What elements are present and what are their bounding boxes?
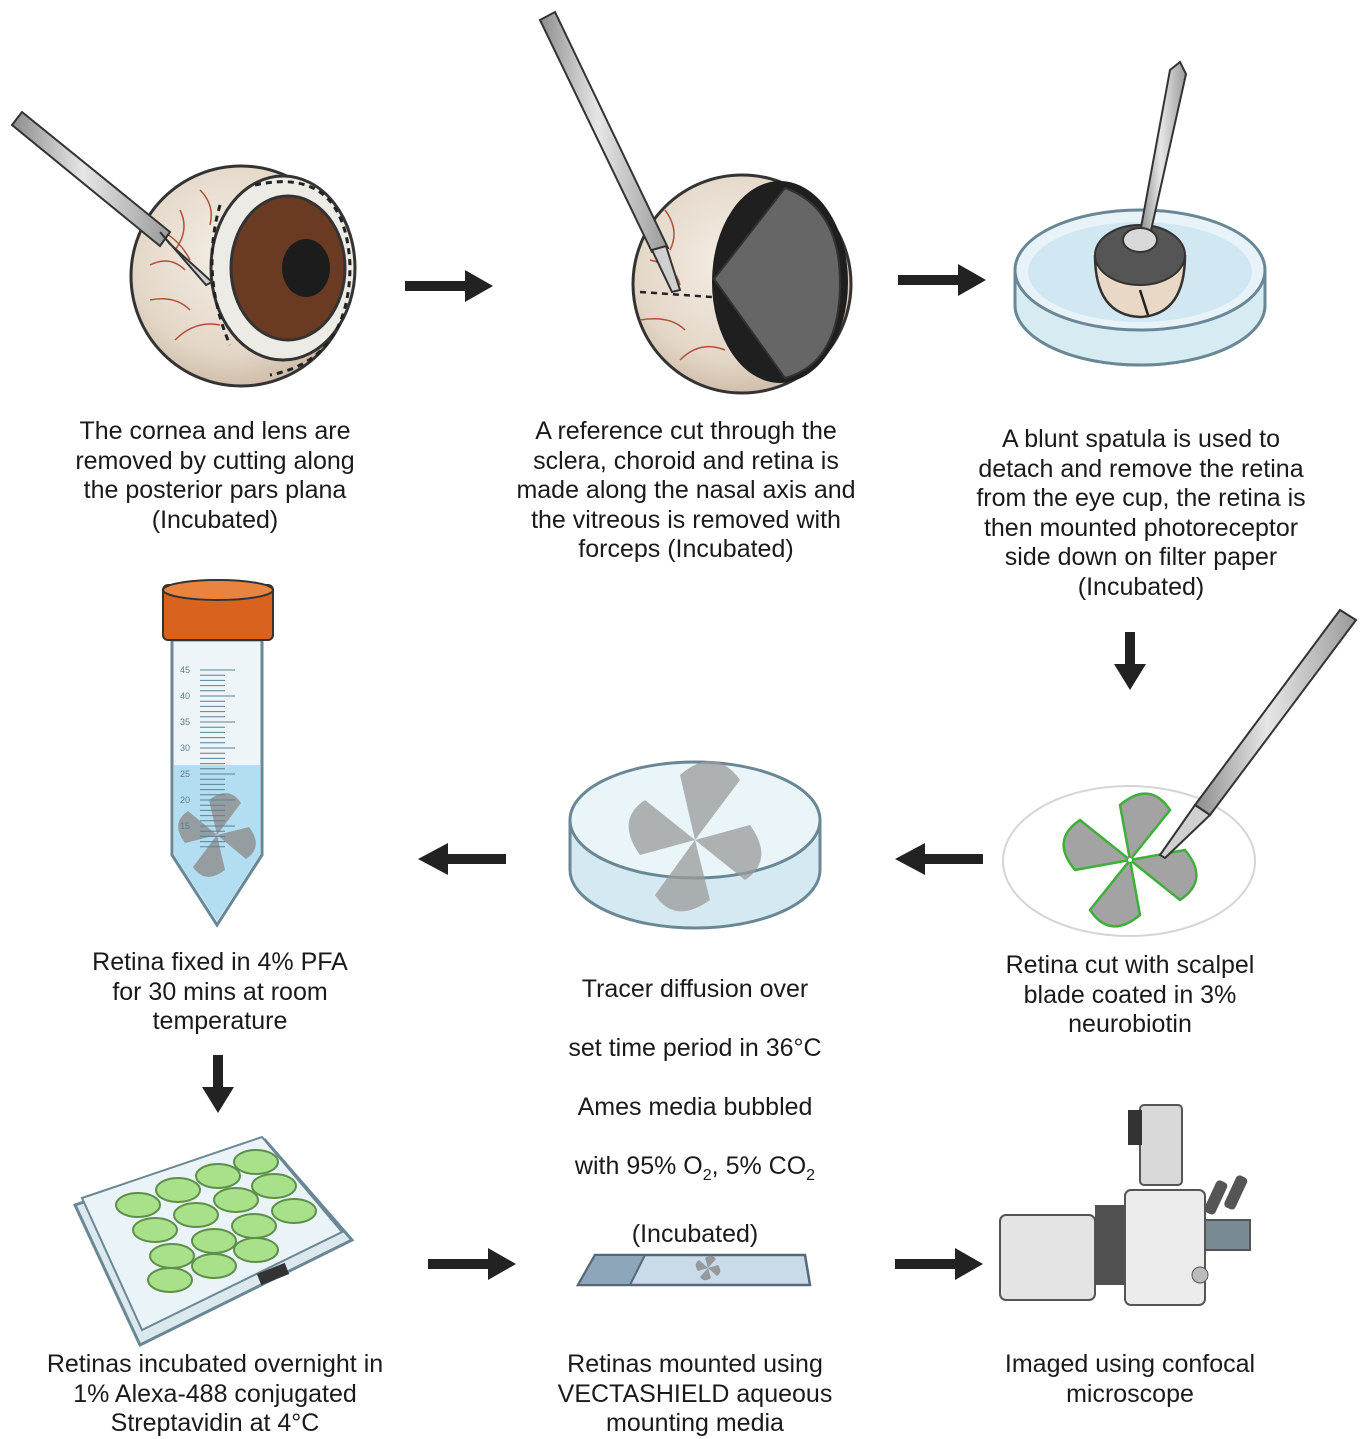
arrow-down-icon (1114, 632, 1146, 692)
arrow-right-icon (428, 1248, 518, 1280)
step-5-line-2: set time period in 36°C (545, 1034, 845, 1064)
step-5-gas-line: with 95% O2, 5% CO2 (545, 1152, 845, 1191)
o2-subscript: 2 (703, 1167, 712, 1184)
step-1-caption: The cornea and lens are removed by cutti… (40, 417, 390, 535)
arrow-left-icon (895, 843, 985, 875)
step-2-caption: A reference cut through the sclera, chor… (500, 417, 872, 565)
step-3-caption: A blunt spatula is used to detach and re… (960, 425, 1322, 602)
retina-cut-illustration (1003, 610, 1356, 936)
co2-subscript: 2 (806, 1167, 815, 1184)
step-9-caption: Imaged using confocal microscope (980, 1350, 1280, 1409)
step-5-line-1: Tracer diffusion over (545, 975, 845, 1005)
step-5-line-3: Ames media bubbled (545, 1093, 845, 1123)
eyecup-forceps-illustration (540, 12, 851, 393)
arrow-right-icon (405, 270, 495, 302)
step-7-caption: Retinas incubated overnight in 1% Alexa-… (20, 1350, 410, 1439)
step-8-caption: Retinas mounted using VECTASHIELD aqueou… (530, 1350, 860, 1439)
confocal-microscope-illustration (1000, 1105, 1250, 1305)
arrow-right-icon (898, 264, 988, 296)
step-4-caption: Retina cut with scalpel blade coated in … (975, 951, 1285, 1040)
well-plate-illustration (75, 1137, 352, 1345)
arrow-down-icon (202, 1055, 234, 1115)
step-6-caption: Retina fixed in 4% PFA for 30 mins at ro… (60, 948, 380, 1037)
step-5-caption: Tracer diffusion over set time period in… (545, 945, 845, 1279)
dish-spatula-illustration (1015, 62, 1265, 365)
gas-mid: , 5% CO (712, 1152, 806, 1180)
gas-prefix: with 95% O (575, 1152, 703, 1180)
step-5-line-5: (Incubated) (545, 1220, 845, 1250)
arrow-left-icon (418, 843, 508, 875)
conical-tube-illustration (163, 580, 273, 925)
incubation-dish-illustration (570, 761, 820, 928)
arrow-right-icon (895, 1248, 985, 1280)
eyeball-cut-illustration (12, 112, 355, 386)
